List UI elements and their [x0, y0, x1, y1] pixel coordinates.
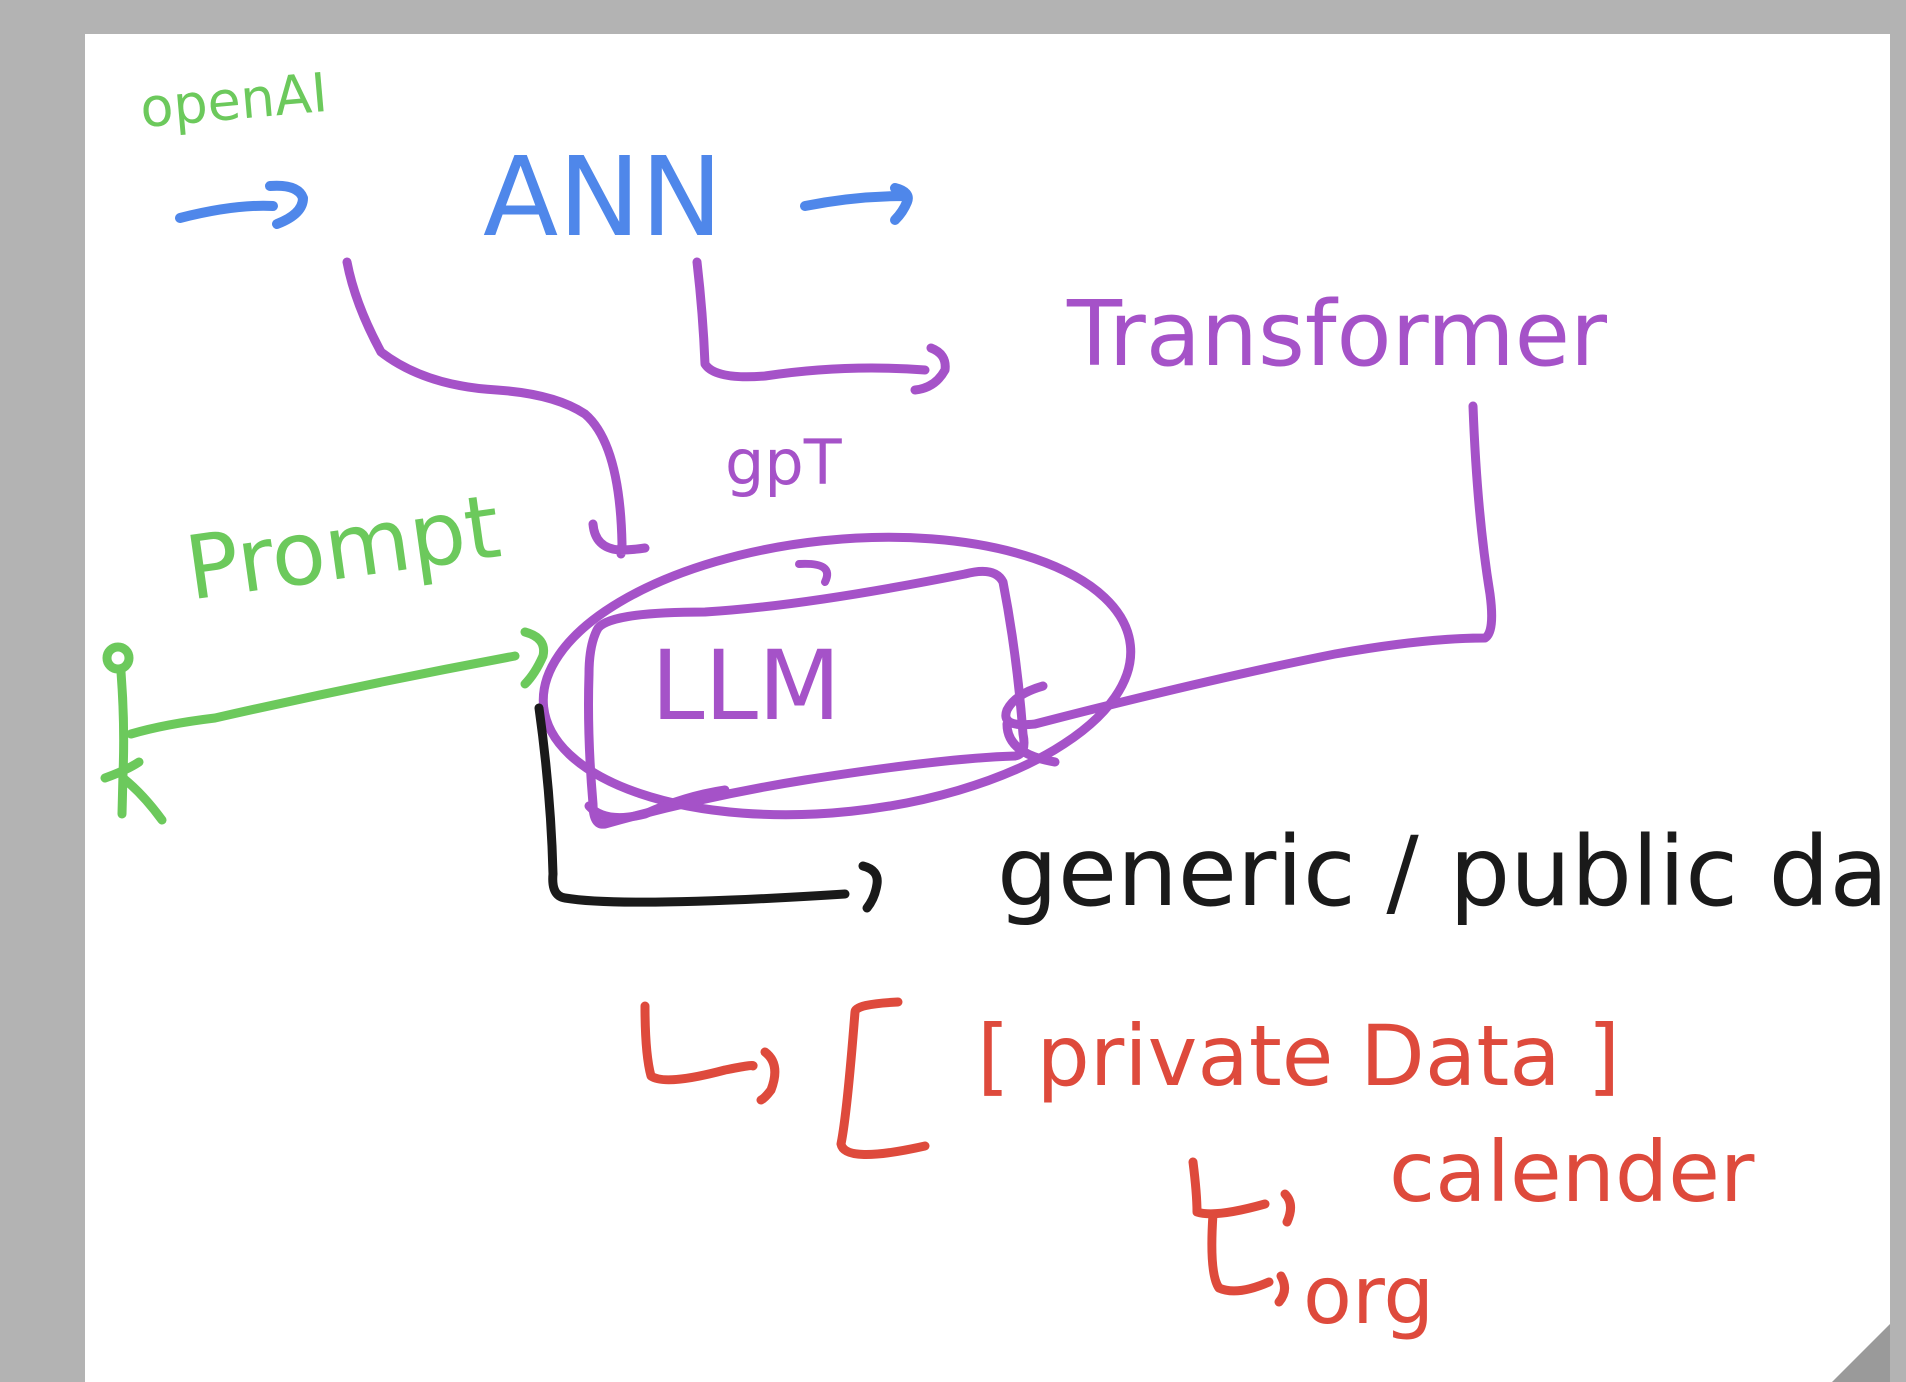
connector-to-calender	[1188, 1157, 1295, 1227]
user-body	[100, 667, 167, 825]
llm-box-bottom	[584, 785, 730, 823]
connector-ann-to-transformer	[692, 257, 950, 395]
gpt-marker	[795, 559, 832, 586]
label-generic-public-data: generic / public data	[997, 816, 1890, 928]
sketch-strokes	[100, 180, 1497, 1307]
connector-transformer-to-llm	[1001, 401, 1497, 767]
connector-ann-to-llm	[342, 257, 650, 559]
bracket-left	[836, 997, 930, 1159]
connector-to-org	[1207, 1209, 1289, 1307]
whiteboard-canvas[interactable]: openAI ANN Transformer gpT Prompt LLM ge…	[85, 34, 1890, 1382]
label-openai: openAI	[137, 60, 330, 141]
llm-box	[584, 566, 1029, 829]
llm-ellipse	[538, 532, 1136, 820]
label-calender: calender	[1389, 1123, 1755, 1221]
label-ann: ANN	[483, 133, 723, 261]
connector-llm-to-generic	[534, 703, 882, 913]
arrow-into-ann	[175, 180, 308, 229]
resize-grip[interactable]	[1832, 1324, 1890, 1382]
arrow-out-of-ann	[800, 183, 913, 225]
user-head	[102, 642, 134, 674]
connector-to-private-data	[640, 1001, 780, 1105]
arrow-user-to-llm	[126, 627, 549, 739]
label-org: org	[1303, 1249, 1435, 1342]
label-private-data: [ private Data ]	[977, 1007, 1621, 1105]
label-transformer: Transformer	[1067, 282, 1608, 387]
label-gpt: gpT	[725, 426, 842, 499]
label-llm: LLM	[651, 630, 841, 742]
